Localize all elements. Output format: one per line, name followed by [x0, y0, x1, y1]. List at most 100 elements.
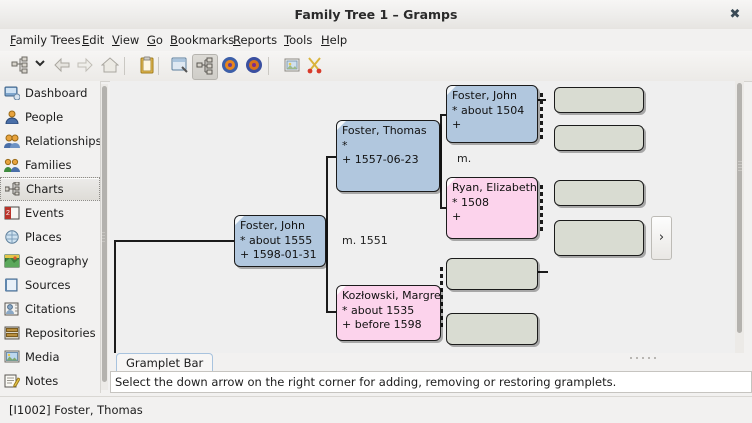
- back-arrow-icon[interactable]: [50, 54, 74, 78]
- gramplet-bar: Gramplet Bar Select the down arrow on th…: [110, 353, 752, 395]
- citations-icon: [4, 300, 22, 316]
- sidebar-item-dashboard[interactable]: Dashboard: [0, 81, 100, 105]
- person-box-empty[interactable]: [554, 180, 644, 206]
- sidebar-item-label: Repositories: [25, 326, 96, 340]
- person-chart-icon[interactable]: [8, 54, 32, 78]
- sidebar-item-notes[interactable]: Notes: [0, 369, 100, 393]
- person-box[interactable]: Foster, Thomas*+ 1557-06-23: [336, 120, 440, 192]
- sources-icon: [4, 276, 22, 292]
- menu-item-go[interactable]: Go: [147, 33, 163, 47]
- sidebar-scrollbar-thumb[interactable]: [102, 86, 107, 382]
- configure-view-icon[interactable]: [168, 54, 192, 78]
- sidebar-item-geography[interactable]: Geography: [0, 249, 100, 273]
- sidebar-item-places[interactable]: Places: [0, 225, 100, 249]
- person-name: Foster, Thomas: [342, 124, 427, 137]
- menu-item-family-trees[interactable]: Family Trees: [10, 33, 81, 47]
- chart-scrollbar-thumb[interactable]: [737, 83, 742, 333]
- tab-gramplet-bar[interactable]: Gramplet Bar: [116, 353, 214, 372]
- close-icon[interactable]: ✖: [729, 7, 741, 22]
- sidebar-item-label: Sources: [25, 278, 71, 292]
- person-death: + before 1598: [342, 318, 422, 331]
- corner-fold-icon: [235, 216, 244, 225]
- sidebar-item-people[interactable]: People: [0, 105, 100, 129]
- sidebar-item-label: Dashboard: [25, 86, 88, 100]
- sidebar-item-label: Geography: [25, 254, 89, 268]
- chart-next-button[interactable]: ›: [651, 216, 672, 260]
- media-icon: [4, 348, 22, 364]
- gramplet-drag-dots[interactable]: [630, 348, 670, 359]
- person-death: + 1557-06-23: [342, 153, 419, 166]
- sidebar-resize-grip[interactable]: [102, 230, 106, 246]
- person-death: + 1598-01-31: [240, 248, 317, 261]
- title-bar: Family Tree 1 – Gramps ✖: [0, 0, 752, 30]
- sidebar-item-citations[interactable]: Citations: [0, 297, 100, 321]
- person-birth: * 1508: [452, 195, 489, 209]
- menu-item-view[interactable]: View: [112, 33, 140, 47]
- person-box-empty[interactable]: [554, 87, 644, 113]
- sidebar-item-families[interactable]: Families: [0, 153, 100, 177]
- scissors-icon[interactable]: [303, 54, 327, 78]
- sidebar-item-label: Places: [25, 230, 62, 244]
- connector-line: [326, 156, 338, 158]
- menu-item-bookmarks[interactable]: Bookmarks: [170, 33, 235, 47]
- person-name: Ryan, Elizabeth: [452, 181, 537, 194]
- person-name: Foster, John: [240, 219, 305, 232]
- home-icon[interactable]: [98, 54, 122, 78]
- gramplet-bar-message: Select the down arrow on the right corne…: [115, 375, 617, 389]
- person-box-empty[interactable]: [446, 258, 538, 290]
- sidebar-item-charts[interactable]: Charts: [0, 177, 100, 201]
- places-icon: [4, 228, 22, 244]
- sidebar-item-label: Charts: [26, 182, 64, 196]
- person-box-empty[interactable]: [446, 313, 538, 345]
- status-bar-text: [I1002] Foster, Thomas: [9, 403, 143, 417]
- person-birth: * about 1535: [342, 303, 415, 317]
- person-box-empty[interactable]: [554, 220, 644, 256]
- person-box[interactable]: Foster, John* about 1555+ 1598-01-31: [234, 215, 326, 267]
- menu-item-reports[interactable]: Reports: [233, 33, 278, 47]
- dashed-connector: [440, 267, 443, 329]
- person-name: Kozłowski, Margret: [342, 289, 441, 302]
- connector-line: [114, 240, 236, 242]
- sidebar-item-media[interactable]: Media: [0, 345, 100, 369]
- person-box[interactable]: Ryan, Elizabeth* 1508+: [446, 177, 538, 239]
- person-box[interactable]: Foster, John* about 1504+: [446, 85, 538, 143]
- person-birth: * about 1504: [452, 103, 525, 117]
- charts-view-icon[interactable]: [192, 54, 218, 80]
- charts-icon: [4, 181, 23, 197]
- connector-line: [326, 156, 328, 313]
- person-add-icon[interactable]: [218, 54, 242, 78]
- media-icon[interactable]: [280, 54, 304, 78]
- sidebar-item-repositories[interactable]: Repositories: [0, 321, 100, 345]
- forward-arrow-icon[interactable]: [73, 54, 97, 78]
- person-box-empty[interactable]: [554, 125, 644, 151]
- connector-line: [440, 114, 442, 209]
- sidebar-item-relationships[interactable]: Relationships: [0, 129, 100, 153]
- clipboard-icon[interactable]: [135, 54, 159, 78]
- connector-line: [114, 241, 116, 353]
- marriage-label: m. 1551: [342, 234, 388, 247]
- person-box[interactable]: Kozłowski, Margret* about 1535+ before 1…: [336, 285, 441, 341]
- chevron-down-icon[interactable]: [32, 54, 48, 78]
- geography-icon: [4, 252, 22, 268]
- person-death: +: [452, 118, 462, 131]
- sidebar-item-label: Citations: [25, 302, 76, 316]
- corner-fold-icon: [447, 178, 456, 187]
- sidebar-item-sources[interactable]: Sources: [0, 273, 100, 297]
- menu-item-help[interactable]: Help: [321, 33, 348, 47]
- person-birth: * about 1555: [240, 233, 313, 247]
- person-name: Foster, John: [452, 89, 517, 102]
- person-birth: *: [342, 138, 348, 152]
- person-edit-icon[interactable]: [242, 54, 266, 78]
- toolbar-separator: [124, 57, 125, 75]
- chart-resize-grip[interactable]: [738, 159, 743, 177]
- menu-item-tools[interactable]: Tools: [284, 33, 313, 47]
- gramplet-bar-body: Select the down arrow on the right corne…: [110, 371, 752, 393]
- menu-item-edit[interactable]: Edit: [82, 33, 105, 47]
- people-icon: [4, 108, 22, 125]
- dashed-connector: [540, 185, 543, 233]
